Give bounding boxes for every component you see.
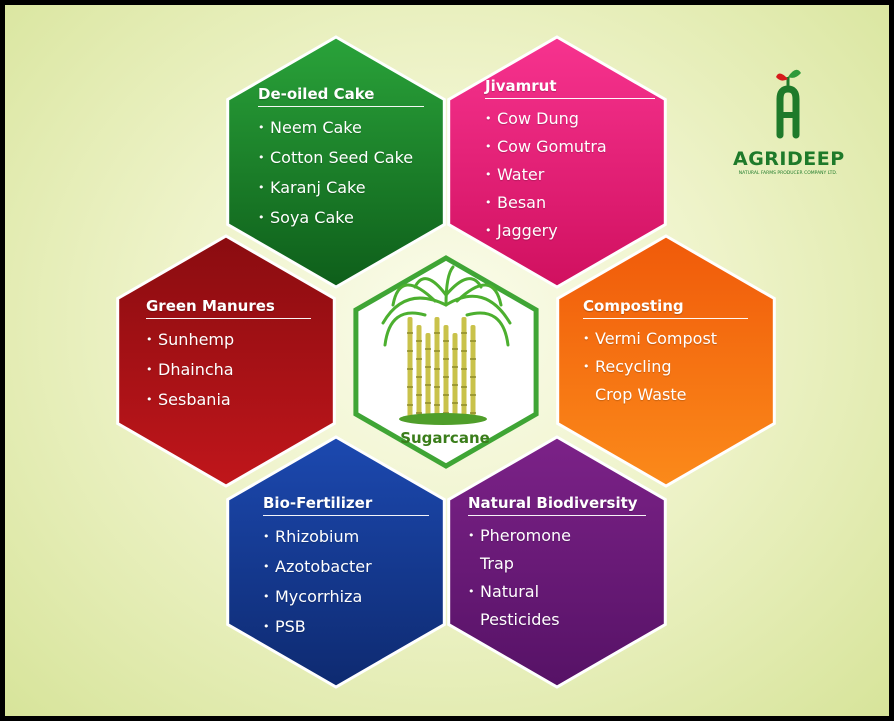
hexagon-orange-text: Composting Vermi Compost Recycling Crop … xyxy=(583,297,748,409)
list-item: Cotton Seed Cake xyxy=(258,143,424,173)
list-item: Jaggery xyxy=(485,217,655,245)
hexagon-title: Composting xyxy=(583,297,748,319)
list-item: Cow Gomutra xyxy=(485,133,655,161)
list-item: Recycling Crop Waste xyxy=(583,353,748,409)
diagram-canvas: De-oiled Cake Neem Cake Cotton Seed Cake… xyxy=(5,5,889,716)
hexagon-title: De-oiled Cake xyxy=(258,85,424,107)
hexagon-title: Natural Biodiversity xyxy=(468,494,646,516)
list-item: Mycorrhiza xyxy=(263,582,429,612)
hexagon-list: Neem Cake Cotton Seed Cake Karanj Cake S… xyxy=(258,113,424,233)
hexagon-title: Green Manures xyxy=(146,297,311,319)
list-item: Cow Dung xyxy=(485,105,655,133)
list-item: Natural Pesticides xyxy=(468,578,646,634)
hexagon-pink-text: Jivamrut Cow Dung Cow Gomutra Water Besa… xyxy=(485,77,655,245)
list-item: Soya Cake xyxy=(258,203,424,233)
hexagon-title: Jivamrut xyxy=(485,77,655,99)
list-item: Pheromone Trap xyxy=(468,522,646,578)
hexagon-blue-text: Bio-Fertilizer Rhizobium Azotobacter Myc… xyxy=(263,494,429,642)
list-item: Azotobacter xyxy=(263,552,429,582)
hexagon-title: Bio-Fertilizer xyxy=(263,494,429,516)
list-item: Vermi Compost xyxy=(583,325,748,353)
hexagon-list: Rhizobium Azotobacter Mycorrhiza PSB xyxy=(263,522,429,642)
list-item: Dhaincha xyxy=(146,355,311,385)
hexagon-list: Vermi Compost Recycling Crop Waste xyxy=(583,325,748,409)
hexagon-list: Cow Dung Cow Gomutra Water Besan Jaggery xyxy=(485,105,655,245)
hexagon-list: Sunhemp Dhaincha Sesbania xyxy=(146,325,311,415)
list-item: Sesbania xyxy=(146,385,311,415)
leaf-logo-icon xyxy=(776,69,801,139)
list-item: Sunhemp xyxy=(146,325,311,355)
list-item: PSB xyxy=(263,612,429,642)
hexagon-list: Pheromone Trap Natural Pesticides xyxy=(468,522,646,634)
list-item: Water xyxy=(485,161,655,189)
hexagon-red-text: Green Manures Sunhemp Dhaincha Sesbania xyxy=(146,297,311,415)
agrideep-logo: AGRIDEEP NATURAL FARMS PRODUCER COMPANY … xyxy=(733,65,844,176)
hexagon-green-text: De-oiled Cake Neem Cake Cotton Seed Cake… xyxy=(258,85,424,233)
hexagon-purple-text: Natural Biodiversity Pheromone Trap Natu… xyxy=(468,494,646,634)
logo-tagline: NATURAL FARMS PRODUCER COMPANY LTD. xyxy=(738,171,838,176)
list-item: Besan xyxy=(485,189,655,217)
list-item: Neem Cake xyxy=(258,113,424,143)
center-label: Sugarcane xyxy=(400,429,490,447)
sugarcane-icon xyxy=(381,265,512,425)
logo-name: AGRIDEEP xyxy=(733,148,845,170)
list-item: Rhizobium xyxy=(263,522,429,552)
list-item: Karanj Cake xyxy=(258,173,424,203)
